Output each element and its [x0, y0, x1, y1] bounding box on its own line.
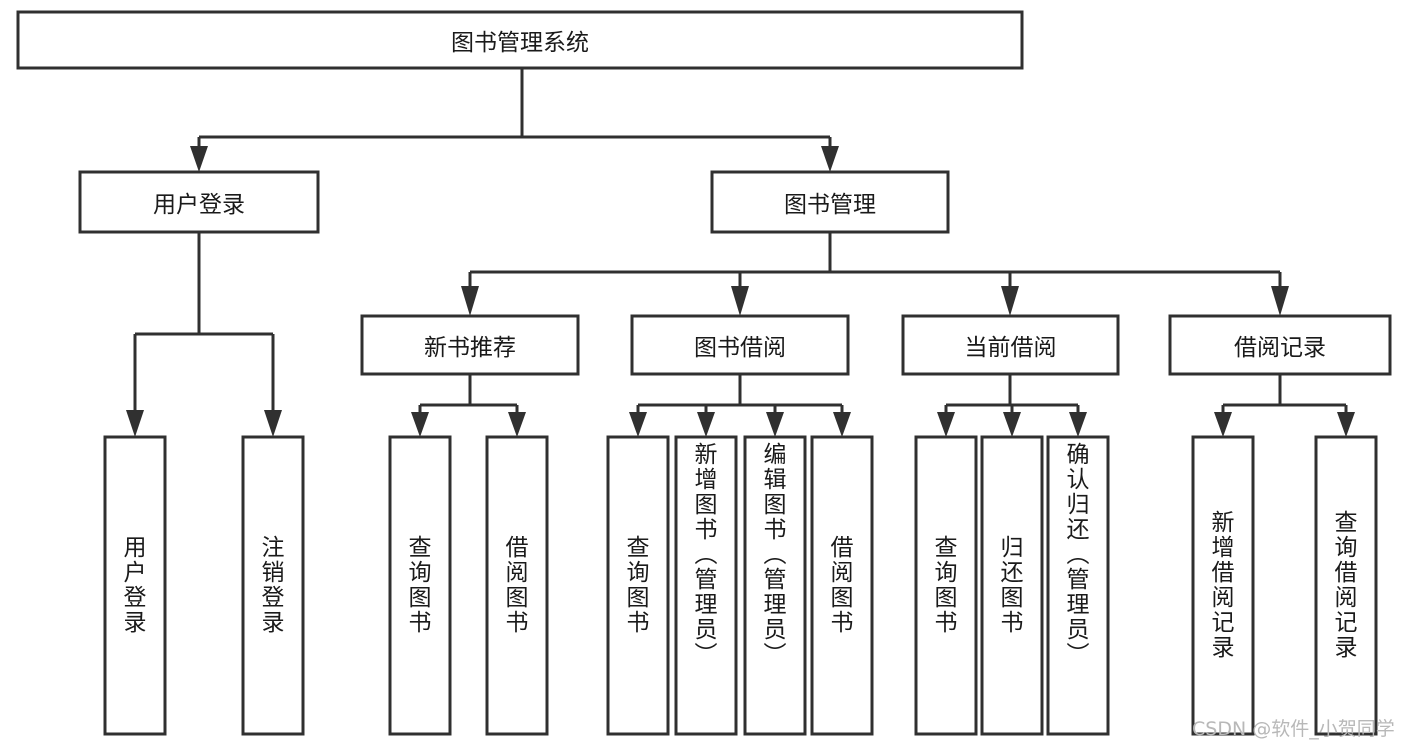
leaf-box-bb-edit-book[interactable]: [743, 435, 807, 736]
arrow-head-bb-borrow-book: [833, 412, 851, 437]
arrow-head-new-book: [461, 286, 479, 316]
node-book-manage[interactable]: [710, 170, 950, 234]
connector-layer: [126, 68, 1355, 437]
watermark-text: CSDN @软件_小贺同学: [1192, 718, 1395, 740]
arrow-head-cb-confirm-return: [1069, 412, 1087, 437]
csdn-watermark: CSDN @软件_小贺同学: [1192, 714, 1395, 741]
node-new-book-recommend[interactable]: [360, 314, 580, 376]
arrow-head-nb-borrow-book: [508, 412, 526, 437]
leaf-box-bb-query-book[interactable]: [606, 435, 670, 736]
leaf-box-nb-borrow-book[interactable]: [485, 435, 549, 736]
leaf-box-bb-add-book[interactable]: [674, 435, 738, 736]
leaf-box-cb-query-book[interactable]: [914, 435, 978, 736]
arrow-head-br-query-record: [1337, 412, 1355, 437]
node-user-login[interactable]: [78, 170, 320, 234]
arrow-head-leaf-logout: [264, 410, 282, 437]
node-root-book-system[interactable]: [16, 10, 1024, 70]
node-current-borrow[interactable]: [901, 314, 1120, 376]
arrow-head-bb-query-book: [629, 412, 647, 437]
arrow-head-leaf-user-login: [126, 410, 144, 437]
node-box-layer: [16, 10, 1392, 736]
arrow-head-borrow-record: [1271, 286, 1289, 316]
arrow-head-nb-query-book: [411, 412, 429, 437]
arrow-head-cb-query-book: [937, 412, 955, 437]
leaf-box-cb-return-book[interactable]: [980, 435, 1044, 736]
leaf-box-user-login[interactable]: [103, 435, 167, 736]
leaf-box-bb-borrow-book[interactable]: [810, 435, 874, 736]
node-book-borrow[interactable]: [630, 314, 850, 376]
leaf-box-cb-confirm-return[interactable]: [1046, 435, 1110, 736]
arrow-head-current-borrow: [1001, 286, 1019, 316]
leaf-box-br-add-record[interactable]: [1191, 435, 1255, 736]
arrow-head-book-borrow: [731, 286, 749, 316]
leaf-box-nb-query-book[interactable]: [388, 435, 452, 736]
node-borrow-record[interactable]: [1168, 314, 1392, 376]
arrow-head-bb-add-book: [697, 412, 715, 437]
arrow-head-book-manage: [821, 146, 839, 172]
arrow-head-cb-return-book: [1003, 412, 1021, 437]
leaf-box-logout[interactable]: [241, 435, 305, 736]
arrow-head-bb-edit-book: [766, 412, 784, 437]
arrow-head-br-add-record: [1214, 412, 1232, 437]
leaf-box-br-query-record[interactable]: [1314, 435, 1378, 736]
arrow-head-user-login: [190, 146, 208, 172]
